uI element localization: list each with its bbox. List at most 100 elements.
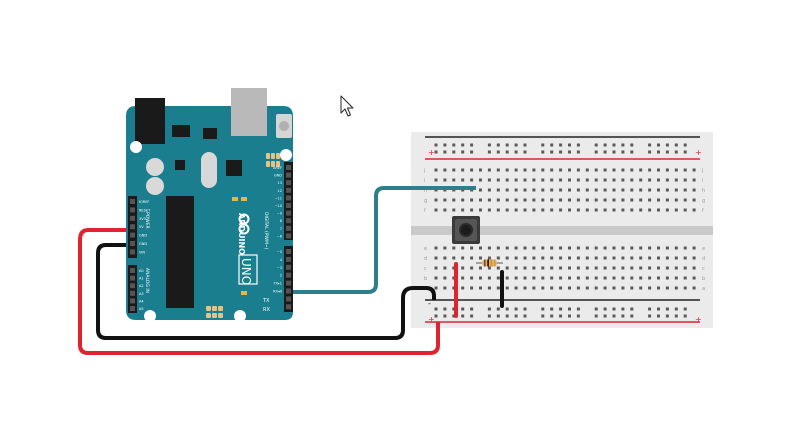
header-pin[interactable] xyxy=(286,296,291,302)
breadboard-hole xyxy=(479,178,482,182)
header-pin[interactable] xyxy=(130,290,135,296)
breadboard-hole xyxy=(630,246,634,250)
breadboard-hole xyxy=(434,246,438,250)
breadboard-hole xyxy=(541,246,545,250)
header-pin[interactable] xyxy=(286,304,291,310)
header-pin[interactable] xyxy=(286,218,291,224)
breadboard-hole xyxy=(434,168,438,172)
breadboard-hole xyxy=(479,266,482,270)
pushbutton-icon[interactable] xyxy=(452,216,480,244)
breadboard-hole xyxy=(585,276,589,280)
breadboard-hole xyxy=(479,286,482,290)
breadboard-hole xyxy=(452,286,456,290)
header-pin[interactable] xyxy=(130,207,135,213)
digital-pin-label: TX▸1 xyxy=(272,282,282,286)
breadboard-hole xyxy=(470,266,474,270)
breadboard-hole xyxy=(648,246,652,250)
rail-hole xyxy=(461,150,465,154)
breadboard-hole xyxy=(594,208,598,212)
breadboard-hole xyxy=(470,256,474,260)
resistor-icon[interactable] xyxy=(476,259,503,267)
header-pin[interactable] xyxy=(130,268,135,273)
signal-wire[interactable] xyxy=(293,186,476,294)
rail-hole xyxy=(576,307,580,311)
header-pin[interactable] xyxy=(130,283,135,289)
breadboard-hole xyxy=(665,266,669,270)
header-pin[interactable] xyxy=(286,225,291,231)
header-pin[interactable] xyxy=(286,195,291,201)
breadboard-hole xyxy=(665,188,669,192)
header-pin[interactable] xyxy=(130,224,135,230)
rail-hole xyxy=(621,314,625,318)
breadboard-hole xyxy=(550,198,554,202)
breadboard-hole xyxy=(487,286,491,290)
header-pin[interactable] xyxy=(130,199,135,204)
rail-minus-marker: - xyxy=(428,299,431,308)
breadboard-hole xyxy=(621,256,625,260)
breadboard-hole xyxy=(559,246,563,250)
atmega-chip xyxy=(166,196,194,308)
header-pin[interactable] xyxy=(286,249,291,254)
breadboard-hole xyxy=(479,188,482,192)
breadboard-hole xyxy=(683,208,687,212)
usb-controller-chip xyxy=(226,160,242,176)
breadboard-hole xyxy=(648,188,652,192)
breadboard-hole xyxy=(452,198,456,202)
rail-hole xyxy=(648,150,652,154)
icsp-header-bottom xyxy=(206,306,223,318)
header-pin[interactable] xyxy=(130,306,135,311)
rail-hole xyxy=(434,314,438,318)
header-pin[interactable] xyxy=(130,275,135,281)
breadboard-hole xyxy=(452,266,456,270)
header-pin[interactable] xyxy=(286,272,291,278)
rail-hole xyxy=(568,150,571,154)
ground-wire[interactable] xyxy=(96,243,436,340)
header-pin[interactable] xyxy=(286,210,291,216)
breadboard-hole xyxy=(550,256,554,260)
reset-button-cap[interactable] xyxy=(279,121,289,131)
header-pin[interactable] xyxy=(286,203,291,208)
header-pin[interactable] xyxy=(286,180,291,186)
digital-pin-label: 8 xyxy=(280,219,282,223)
header-pin[interactable] xyxy=(286,165,291,170)
breadboard-hole xyxy=(612,168,616,172)
header-pin[interactable] xyxy=(130,298,135,304)
header-pin[interactable] xyxy=(286,280,291,286)
breadboard-hole xyxy=(674,256,678,260)
header-pin[interactable] xyxy=(286,172,291,178)
breadboard-hole xyxy=(568,256,571,260)
breadboard-hole xyxy=(639,256,643,260)
header-pin[interactable] xyxy=(286,187,291,193)
power-wire[interactable] xyxy=(78,228,440,355)
header-pin[interactable] xyxy=(130,215,135,221)
header-pin[interactable] xyxy=(130,232,135,238)
rail-hole xyxy=(621,307,625,311)
breadboard-hole xyxy=(568,168,571,172)
breadboard-hole xyxy=(648,178,652,182)
header-pin[interactable] xyxy=(286,264,291,270)
header-pin[interactable] xyxy=(286,256,291,262)
resistor-band xyxy=(490,259,493,267)
breadboard-hole xyxy=(434,208,438,212)
breadboard-hole xyxy=(496,266,500,270)
header-pin[interactable] xyxy=(286,288,291,294)
rail-hole xyxy=(674,314,678,318)
breadboard-hole xyxy=(443,178,447,182)
breadboard-hole xyxy=(630,198,634,202)
breadboard-hole xyxy=(532,178,536,182)
breadboard-hole xyxy=(612,178,616,182)
breadboard-hole xyxy=(585,266,589,270)
rail-hole xyxy=(559,143,563,147)
header-pin[interactable] xyxy=(286,233,291,239)
rail-hole xyxy=(523,307,527,311)
header-pin[interactable] xyxy=(130,249,135,255)
breadboard-hole xyxy=(585,256,589,260)
rail-hole xyxy=(648,307,652,311)
breadboard-hole xyxy=(496,198,500,202)
pin-labels: IOREFRESET3V35VGNDGNDVINA0A1A2A3A4A5AREF… xyxy=(139,166,283,311)
rail-hole xyxy=(434,150,438,154)
row-letter: f xyxy=(424,208,426,214)
header-pin[interactable] xyxy=(130,241,135,246)
icsp-pin xyxy=(276,161,280,167)
breadboard-hole xyxy=(568,178,571,182)
